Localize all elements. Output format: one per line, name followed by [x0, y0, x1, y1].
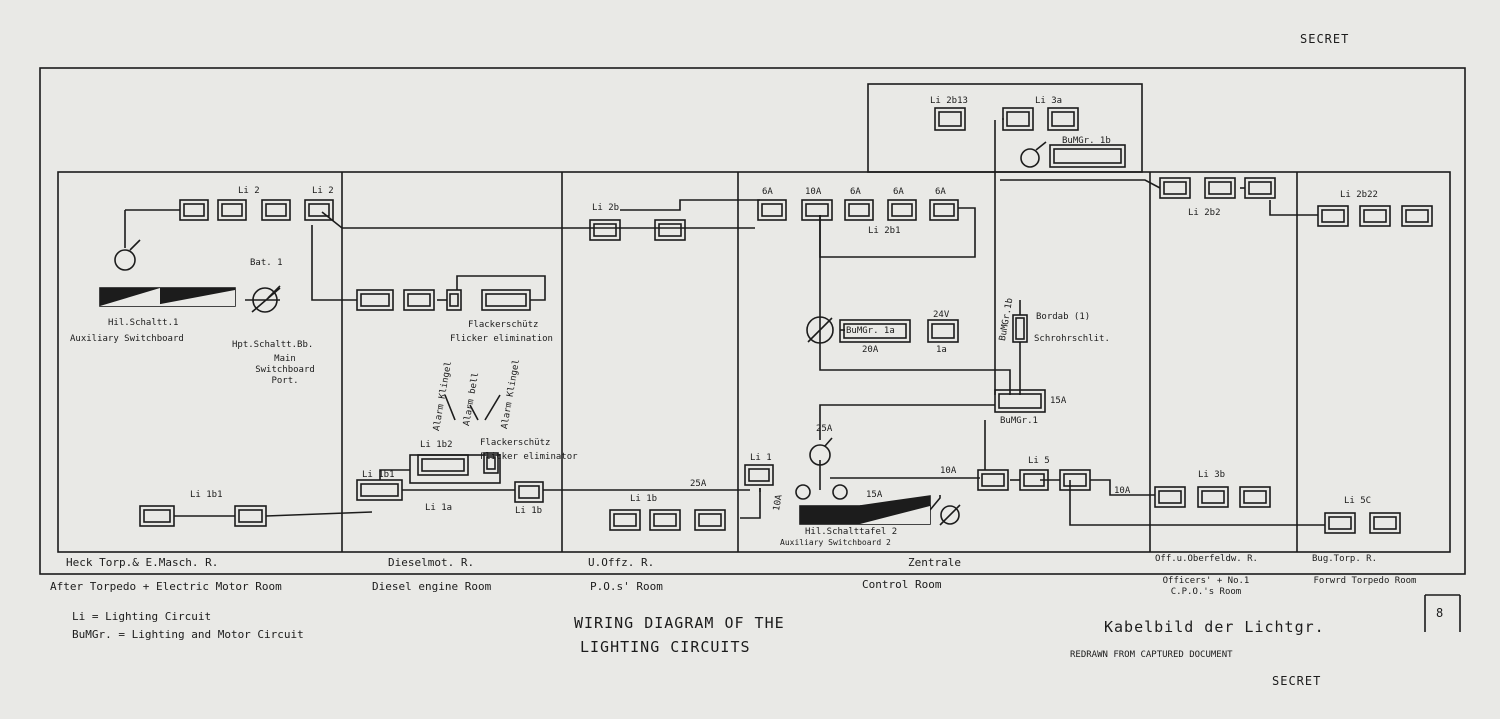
label-li1b1: Li 1b1 [362, 470, 395, 480]
label-25a-2: 25A [816, 424, 833, 434]
label-aux-switchboard-2: Auxiliary Switchboard 2 [780, 538, 891, 547]
legend-buhgr: BuMGr. = Lighting and Motor Circuit [72, 628, 304, 641]
meter-25a [809, 444, 831, 466]
label-bat1: Bat. 1 [250, 258, 283, 268]
label-li1b2: Li 1b2 [420, 440, 453, 450]
label-15a-1: 15A [1050, 396, 1067, 406]
redrawn-note: REDRAWN FROM CAPTURED DOCUMENT [1070, 650, 1233, 660]
meter-main [252, 287, 278, 313]
label-li2-a: Li 2 [238, 186, 260, 196]
label-aux-switchboard: Auxiliary Switchboard [70, 334, 184, 344]
label-6a-2: 6A [850, 187, 861, 197]
hull-frame [57, 171, 1451, 553]
room-english-officers: Officers' + No.1 C.P.O.'s Room [1162, 576, 1250, 597]
label-li5c: Li 5C [1344, 496, 1372, 506]
label-24v: 24V [933, 310, 950, 320]
room-english-pos: P.O.s' Room [590, 580, 663, 593]
label-1a: 1a [936, 345, 947, 355]
room-german-diesel: Dieselmot. R. [388, 556, 475, 569]
meter-aux-1 [114, 249, 136, 271]
secret-top: SECRET [1300, 32, 1350, 46]
page-number: 8 [1436, 606, 1444, 620]
outer-frame [39, 67, 1466, 575]
label-main-switchboard: Main Switchboard Port. [255, 354, 315, 386]
room-german-after: Heck Torp.& E.Masch. R. [66, 556, 219, 569]
label-li2-b: Li 2 [312, 186, 334, 196]
legend-li: Li = Lighting Circuit [72, 610, 212, 623]
label-li3a: Li 3a [1035, 96, 1063, 106]
german-title: Kabelbild der Lichtgr. [1104, 618, 1325, 636]
label-flicker-elim-2: Flicker eliminator [480, 452, 578, 462]
label-li1b-offz: Li 1b [630, 494, 658, 504]
room-english-diesel: Diesel engine Room [372, 580, 492, 593]
meter-bumgr1a [806, 316, 834, 344]
label-6a-3: 6A [893, 187, 904, 197]
label-bumgr1b-box: BuMGr. 1b [1062, 136, 1111, 146]
room-english-forward: Forwrd Torpedo Room [1313, 576, 1417, 586]
label-bordab: Bordab (1) [1036, 312, 1091, 322]
label-hil-schalttafel: Hil.Schalttafel 2 [805, 527, 898, 537]
label-flackerschutz-1: Flackerschütz [468, 320, 539, 330]
room-german-officers: Off.u.Oberfeldw. R. [1155, 554, 1258, 564]
label-li181: Li 1b1 [190, 490, 223, 500]
label-10a-4: 10A [1114, 486, 1131, 496]
label-10a-2: 10A [805, 187, 822, 197]
label-schrohrschlit: Schrohrschlit. [1034, 334, 1110, 344]
label-6a-1: 6A [762, 187, 773, 197]
label-hil-schaltt: Hil.Schaltt.1 [108, 318, 179, 328]
room-german-control: Zentrale [908, 556, 961, 569]
room-english-after: After Torpedo + Electric Motor Room [50, 580, 282, 593]
label-flicker-elim-1: Flicker elimination [450, 334, 553, 344]
title-line-2: LIGHTING CIRCUITS [580, 638, 751, 656]
label-bumgr1a: BuMGr. 1a [846, 326, 895, 336]
label-hpt-schaltt: Hpt.Schaltt.Bb. [232, 340, 314, 350]
label-li2b1: Li 2b1 [868, 226, 901, 236]
control-room-upper-box [867, 83, 1143, 173]
fuse-boxes [139, 107, 1433, 534]
label-li1b: Li 1b [515, 506, 543, 516]
room-german-pos: U.Offz. R. [588, 556, 655, 569]
label-li2b22: Li 2b22 [1340, 190, 1378, 200]
label-li2b: Li 2b [592, 203, 620, 213]
label-li3b: Li 3b [1198, 470, 1226, 480]
label-20a: 20A [862, 345, 879, 355]
label-flackerschutz-2: Flackerschütz [480, 438, 551, 448]
label-li1: Li 1 [750, 453, 772, 463]
room-german-forward: Bug.Torp. R. [1312, 554, 1378, 564]
room-english-control: Control Room [862, 578, 942, 591]
label-10a-3: 10A [940, 466, 957, 476]
label-25a-1: 25A [690, 479, 707, 489]
secret-bottom: SECRET [1272, 674, 1322, 688]
label-6a-4: 6A [935, 187, 946, 197]
label-15a-2: 15A [866, 490, 883, 500]
label-bumgr1: BuMGr.1 [1000, 416, 1038, 426]
title-line-1: WIRING DIAGRAM OF THE [574, 614, 785, 632]
label-li1a: Li 1a [425, 503, 453, 513]
label-li2b2: Li 2b2 [1188, 208, 1221, 218]
label-li2b13: Li 2b13 [930, 96, 968, 106]
label-li5: Li 5 [1028, 456, 1050, 466]
